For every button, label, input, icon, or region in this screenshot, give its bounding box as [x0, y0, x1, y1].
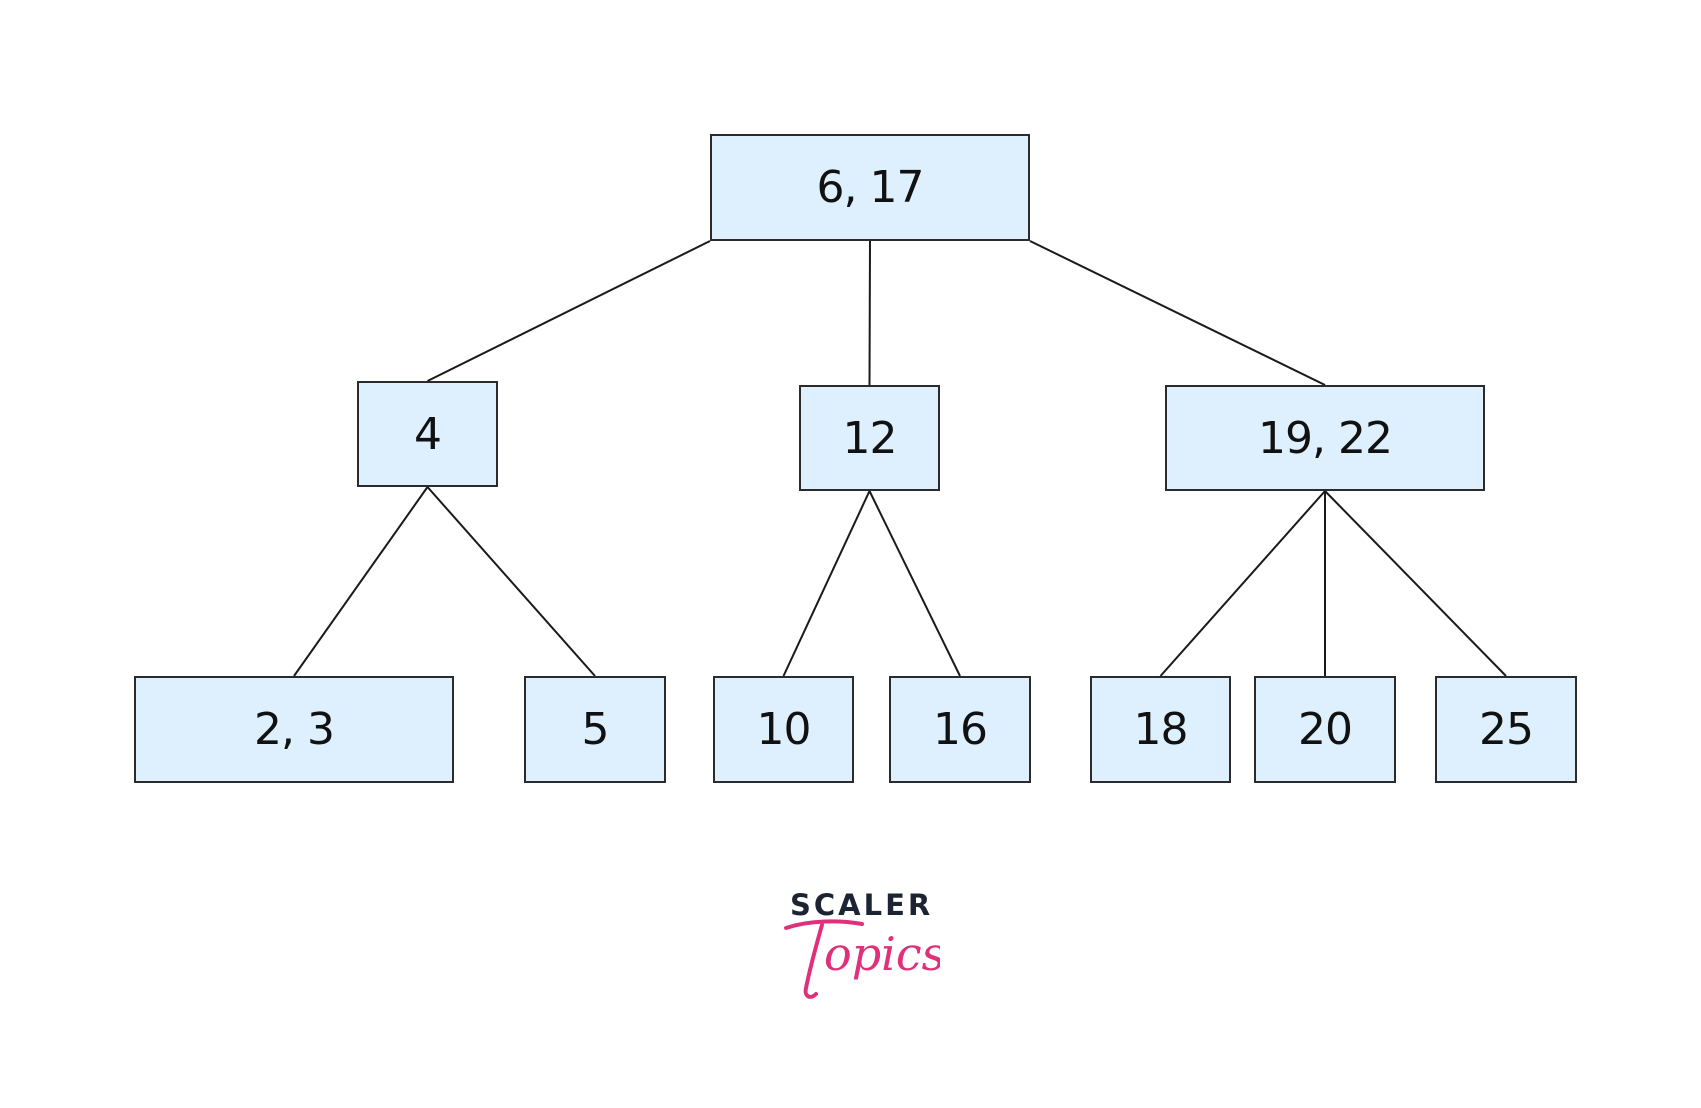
- edge-root-n12: [868, 240, 871, 386]
- edge-root-n4: [427, 240, 711, 382]
- edge-n4-leaf5: [426, 486, 596, 677]
- edge-n12-leaf16: [868, 490, 961, 677]
- node-label: 20: [1298, 704, 1353, 755]
- node-label: 10: [756, 704, 812, 755]
- node-label: 6, 17: [816, 162, 925, 213]
- node-label: 2, 3: [254, 704, 335, 755]
- leaf-node-16: 16: [889, 676, 1031, 783]
- edge-root-n1922: [1029, 240, 1326, 386]
- node-19-22: 19, 22: [1165, 385, 1485, 491]
- node-label: 16: [933, 704, 988, 755]
- edge-n12-leaf10: [782, 490, 871, 677]
- edge-n1922-leaf18: [1159, 490, 1326, 677]
- leaf-node-25: 25: [1435, 676, 1577, 783]
- logo-script-text: opics: [824, 927, 940, 981]
- edge-n1922-leaf25: [1324, 490, 1507, 677]
- leaf-node-10: 10: [713, 676, 854, 783]
- leaf-node-20: 20: [1254, 676, 1396, 783]
- node-12: 12: [799, 385, 940, 491]
- edge-n4-leaf23: [293, 486, 429, 677]
- node-label: 25: [1479, 704, 1534, 755]
- leaf-node-18: 18: [1090, 676, 1231, 783]
- node-label: 12: [842, 412, 898, 464]
- node-label: 4: [414, 408, 442, 460]
- node-label: 18: [1133, 704, 1189, 755]
- scaler-topics-logo: SCALER opics: [780, 888, 940, 1018]
- logo-wordmark: SCALER: [790, 888, 934, 922]
- leaf-node-2-3: 2, 3: [134, 676, 454, 783]
- node-4: 4: [357, 381, 498, 487]
- leaf-node-5: 5: [524, 676, 666, 783]
- node-root: 6, 17: [710, 134, 1030, 241]
- node-label: 19, 22: [1258, 412, 1393, 464]
- node-label: 5: [581, 704, 610, 755]
- logo-script-topics: opics: [784, 919, 940, 999]
